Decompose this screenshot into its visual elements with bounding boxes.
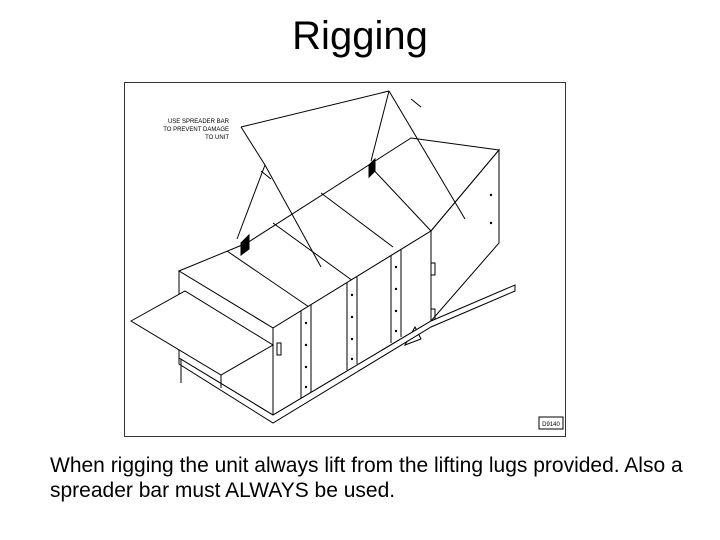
unit-right-face <box>430 148 500 323</box>
cable-left-2 <box>264 164 322 268</box>
callout-leader-1 <box>240 126 266 166</box>
callout-line-2: TO PREVENT DAMAGE <box>163 127 229 133</box>
cable-right-1 <box>370 90 390 162</box>
seam-1 <box>226 250 310 308</box>
lifting-lug-left <box>240 233 250 256</box>
callout-line-1: USE SPREADER BAR <box>168 119 230 125</box>
drawing-number: D9140 <box>542 422 560 428</box>
cable-right-2 <box>388 90 466 220</box>
seam-4 <box>368 164 432 232</box>
base-rail <box>178 284 516 424</box>
rigging-diagram: USE SPREADER BAR TO PREVENT DAMAGE TO UN… <box>124 82 566 437</box>
cable-left-1 <box>236 164 266 240</box>
callout-line-3: TO UNIT <box>205 135 229 141</box>
seam-3 <box>320 192 394 248</box>
slide-title: Rigging <box>292 14 428 58</box>
slide-caption: When rigging the unit always lift from t… <box>50 454 683 502</box>
lifting-lug-right <box>368 157 376 179</box>
callout-leader-2 <box>240 90 390 128</box>
hood <box>130 290 274 376</box>
drawing-number-box <box>538 416 564 430</box>
unit-drawing: USE SPREADER BAR TO PREVENT DAMAGE TO UN… <box>130 90 564 430</box>
